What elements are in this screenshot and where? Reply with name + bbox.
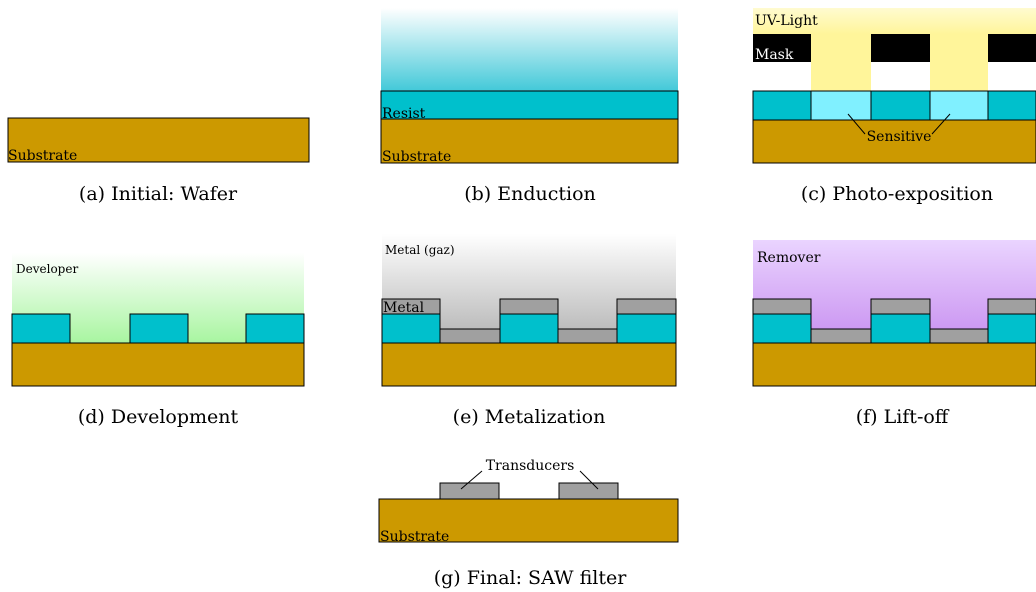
metal-bottom — [557, 328, 618, 344]
panel-c: UV-Light Mask Sensitive (c) Photo-exposi… — [752, 8, 1036, 205]
caption-g: (g) Final: SAW filter — [434, 567, 628, 589]
panel-f: Remover (f) Lift-off — [752, 240, 1036, 428]
transducer — [439, 482, 500, 500]
substrate-layer — [752, 342, 1036, 387]
metal-gas-label: Metal (gaz) — [385, 243, 455, 257]
panel-g: Substrate Transducers (g) Final: SAW fil… — [378, 458, 679, 589]
metal-top — [499, 298, 559, 315]
caption-e: (e) Metalization — [453, 406, 606, 428]
caption-c: (c) Photo-exposition — [801, 183, 993, 205]
resist-block — [499, 313, 559, 344]
resist-block — [129, 313, 189, 344]
mask-block — [988, 34, 1036, 62]
caption-a: (a) Initial: Wafer — [79, 183, 238, 205]
resist-label: Resist — [382, 106, 426, 122]
pointer-line — [847, 113, 866, 135]
metal-top — [987, 298, 1036, 315]
uv-light-glow — [753, 8, 1036, 34]
resist-block — [752, 313, 812, 344]
metal-top — [870, 298, 931, 315]
developer-label: Developer — [16, 262, 78, 276]
metal-bottom — [439, 328, 501, 344]
substrate-layer — [11, 342, 305, 387]
pointer-line — [931, 113, 951, 135]
resist-block — [616, 313, 677, 344]
resist-block — [870, 90, 931, 121]
substrate-layer — [752, 119, 1036, 164]
panel-a: Substrate (a) Initial: Wafer — [7, 117, 310, 205]
mask-label: Mask — [755, 47, 794, 63]
substrate-layer — [381, 342, 677, 387]
pointer-line — [579, 470, 599, 490]
panel-b: Resist Substrate (b) Enduction — [380, 8, 679, 205]
caption-b: (b) Enduction — [464, 183, 596, 205]
sensitive-block — [810, 90, 872, 121]
caption-f: (f) Lift-off — [856, 406, 950, 428]
resist-block — [11, 313, 71, 344]
substrate-layer — [378, 498, 679, 543]
substrate-label: Substrate — [382, 149, 451, 165]
metal-label: Metal — [383, 300, 425, 316]
metal-top — [616, 298, 677, 315]
resist-block — [752, 90, 812, 121]
transducers-label: Transducers — [486, 458, 575, 474]
mask-block — [753, 34, 811, 62]
metal-bottom — [929, 328, 989, 344]
substrate-layer — [380, 118, 679, 164]
substrate-label: Substrate — [8, 148, 77, 164]
resist-block — [987, 313, 1036, 344]
metal-bottom — [810, 328, 872, 344]
substrate-layer — [7, 117, 310, 163]
resist-block — [987, 90, 1036, 121]
substrate-label: Substrate — [380, 529, 449, 545]
transducer — [558, 482, 619, 500]
mask-block — [871, 34, 930, 62]
sensitive-block — [929, 90, 989, 121]
uv-beam — [811, 34, 871, 92]
uv-beam — [930, 34, 988, 92]
sensitive-label: Sensitive — [867, 129, 932, 145]
caption-d: (d) Development — [78, 406, 239, 428]
panel-e: Metal (gaz) Metal (e) Metalization — [381, 234, 677, 428]
resist-haze — [381, 8, 678, 92]
resist-block — [870, 313, 931, 344]
remover-label: Remover — [757, 250, 821, 266]
resist-block — [381, 313, 441, 344]
resist-layer — [380, 90, 679, 120]
uv-light-label: UV-Light — [755, 13, 818, 29]
metal-top — [752, 298, 812, 315]
panel-d: Developer (d) Development — [11, 253, 305, 428]
resist-block — [245, 313, 305, 344]
pointer-line — [460, 470, 483, 490]
